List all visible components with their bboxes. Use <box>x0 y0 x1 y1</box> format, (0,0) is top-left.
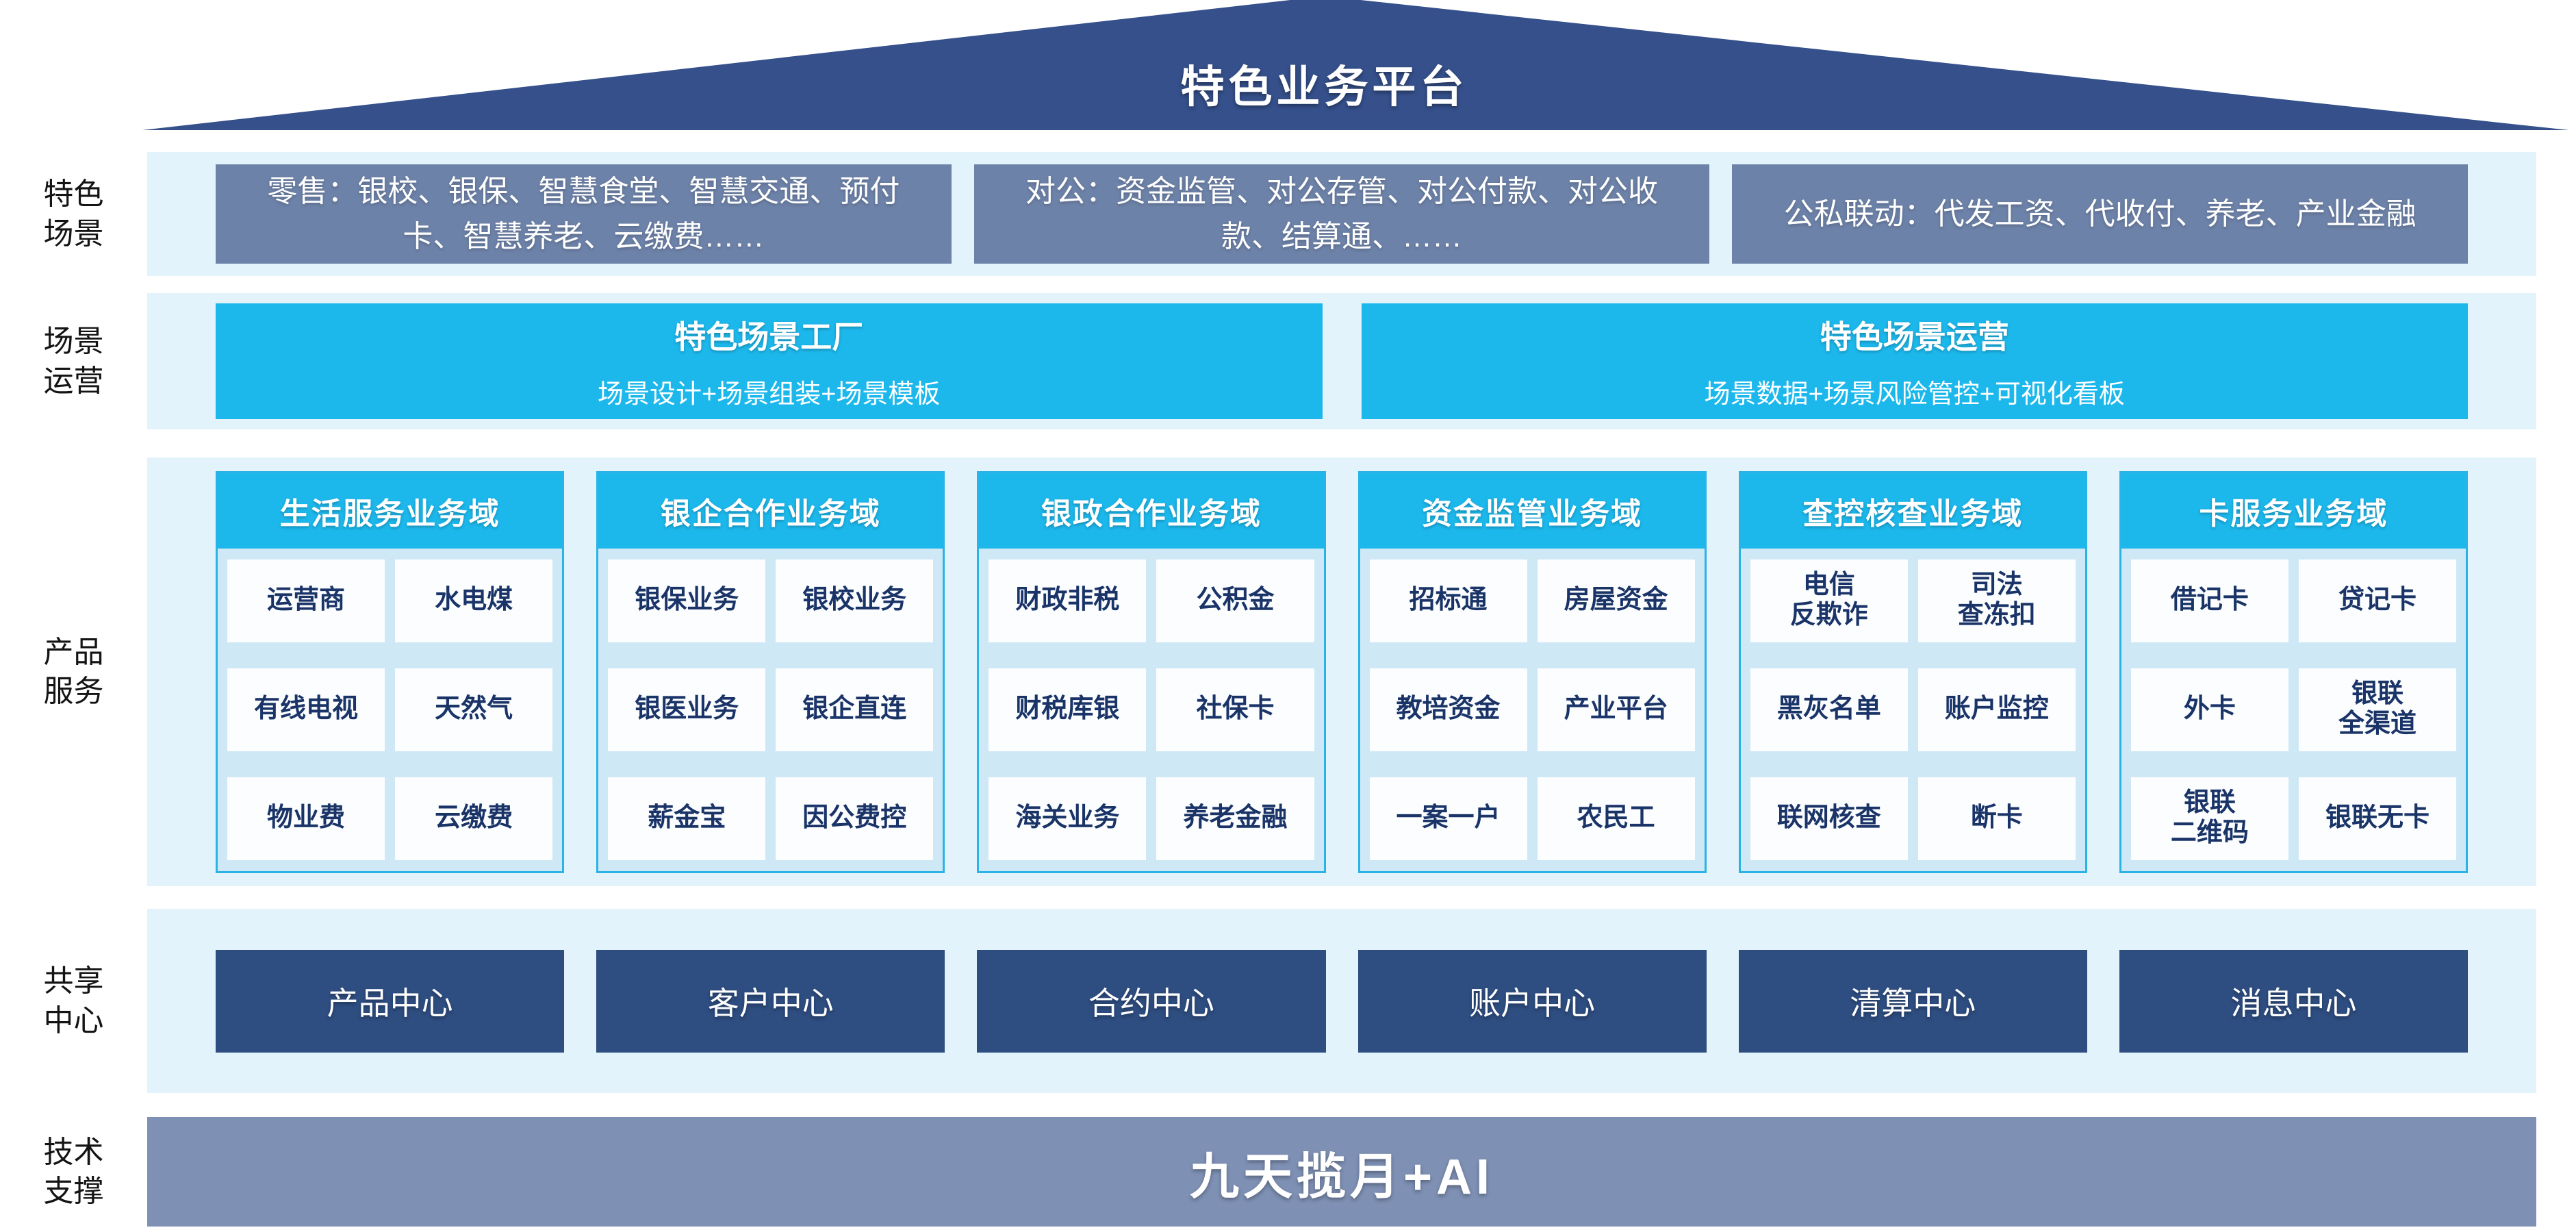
product-cell: 财政非税 <box>989 559 1147 642</box>
product-cell: 天然气 <box>395 668 553 751</box>
product-cell: 账户监控 <box>1917 668 2076 751</box>
row-scenarios: 特色 场景 零售：银校、银保、智慧食堂、智慧交通、预付 卡、智慧养老、云缴费……… <box>0 152 2576 276</box>
gutter-scenarios: 特色 场景 <box>0 152 147 276</box>
side-label-products: 产品 服务 <box>43 635 104 708</box>
scenario-box-corporate: 对公：资金监管、对公存管、对公付款、对公收 款、结算通、…… <box>973 164 1710 264</box>
product-cell: 银联 全渠道 <box>2298 668 2457 751</box>
product-cell: 银保业务 <box>608 559 766 642</box>
product-cell: 银联 二维码 <box>2130 777 2288 860</box>
center-box-product: 产品中心 <box>216 949 565 1053</box>
product-cell: 借记卡 <box>2130 559 2288 642</box>
product-cell: 海关业务 <box>989 777 1147 860</box>
roof-title: 特色业务平台 <box>1180 62 1468 112</box>
product-cell: 联网核查 <box>1750 777 1908 860</box>
product-cell: 薪金宝 <box>608 777 766 860</box>
band-products: 生活服务业务域 运营商 水电煤 有线电视 天然气 物业费 云缴费 银企合作业务域… <box>147 457 2536 886</box>
product-cell: 养老金融 <box>1156 777 1314 860</box>
product-cell: 有线电视 <box>227 668 385 751</box>
product-column-body: 运营商 水电煤 有线电视 天然气 物业费 云缴费 <box>218 549 562 871</box>
tech-support-bar: 九天揽月+AI <box>147 1117 2536 1227</box>
op-box-factory-subtitle: 场景设计+场景组装+场景模板 <box>598 380 941 409</box>
product-cell: 水电煤 <box>395 559 553 642</box>
product-cell: 一案一户 <box>1369 777 1527 860</box>
product-cell: 农民工 <box>1537 777 1695 860</box>
product-cell: 贷记卡 <box>2298 559 2457 642</box>
op-box-factory: 特色场景工厂 场景设计+场景组装+场景模板 <box>216 303 1323 419</box>
center-box-contract: 合约中心 <box>977 949 1326 1053</box>
product-cell: 物业费 <box>227 777 385 860</box>
product-cell: 财税库银 <box>989 668 1147 751</box>
product-cell: 银联无卡 <box>2298 777 2457 860</box>
scenario-box-retail: 零售：银校、银保、智慧食堂、智慧交通、预付 卡、智慧养老、云缴费…… <box>216 164 952 264</box>
center-box-account: 账户中心 <box>1357 949 1707 1053</box>
product-column-header: 资金监管业务域 <box>1360 473 1705 549</box>
band-scenarios: 零售：银校、银保、智慧食堂、智慧交通、预付 卡、智慧养老、云缴费…… 对公：资金… <box>147 152 2536 276</box>
center-box-clearing: 清算中心 <box>1738 949 2087 1053</box>
op-box-operation-subtitle: 场景数据+场景风险管控+可视化看板 <box>1704 380 2125 409</box>
product-cell: 运营商 <box>227 559 385 642</box>
platform-roof: 特色业务平台 <box>142 0 2569 130</box>
row-products: 产品 服务 生活服务业务域 运营商 水电煤 有线电视 天然气 物业费 云缴费 银… <box>0 457 2576 886</box>
band-operations: 特色场景工厂 场景设计+场景组装+场景模板 特色场景运营 场景数据+场景风险管控… <box>147 293 2536 429</box>
center-box-customer: 客户中心 <box>596 949 945 1053</box>
product-cell: 电信 反欺诈 <box>1750 559 1908 642</box>
side-label-operations: 场景 运营 <box>43 325 104 398</box>
gutter-centers: 共享 中心 <box>0 909 147 1093</box>
side-label-shared-centers: 共享 中心 <box>43 964 104 1038</box>
product-column-header: 查控核查业务域 <box>1740 473 2085 549</box>
product-column-inspection-verification: 查控核查业务域 电信 反欺诈 司法 查冻扣 黑灰名单 账户监控 联网核查 断卡 <box>1738 470 2087 873</box>
product-cell: 断卡 <box>1917 777 2076 860</box>
row-operations: 场景 运营 特色场景工厂 场景设计+场景组装+场景模板 特色场景运营 场景数据+… <box>0 293 2576 429</box>
product-column-body: 财政非税 公积金 财税库银 社保卡 海关业务 养老金融 <box>979 549 1323 871</box>
scenario-box-linkage: 公私联动：代发工资、代收付、养老、产业金融 <box>1732 164 2469 264</box>
product-column-header: 生活服务业务域 <box>218 473 563 549</box>
product-cell: 公积金 <box>1156 559 1314 642</box>
product-cell: 教培资金 <box>1369 668 1527 751</box>
center-box-message: 消息中心 <box>2119 949 2469 1053</box>
product-column-body: 电信 反欺诈 司法 查冻扣 黑灰名单 账户监控 联网核查 断卡 <box>1741 549 2085 871</box>
product-column-fund-supervision: 资金监管业务域 招标通 房屋资金 教培资金 产业平台 一案一户 农民工 <box>1357 470 1707 873</box>
product-cell: 银校业务 <box>776 559 934 642</box>
product-cell: 招标通 <box>1369 559 1527 642</box>
product-cell: 外卡 <box>2130 668 2288 751</box>
gutter-tech: 技术 支撑 <box>0 1117 147 1227</box>
product-column-bank-enterprise: 银企合作业务域 银保业务 银校业务 银医业务 银企直连 薪金宝 因公费控 <box>596 470 945 873</box>
product-cell: 司法 查冻扣 <box>1917 559 2076 642</box>
product-column-header: 银政合作业务域 <box>979 473 1324 549</box>
product-column-bank-government: 银政合作业务域 财政非税 公积金 财税库银 社保卡 海关业务 养老金融 <box>977 470 1326 873</box>
op-box-operation-title: 特色场景运营 <box>1820 319 2009 355</box>
gutter-operations: 场景 运营 <box>0 293 147 429</box>
product-column-header: 银企合作业务域 <box>598 473 943 549</box>
product-cell: 银企直连 <box>776 668 934 751</box>
product-column-header: 卡服务业务域 <box>2121 473 2466 549</box>
row-tech: 技术 支撑 九天揽月+AI <box>0 1117 2576 1227</box>
product-cell: 房屋资金 <box>1537 559 1695 642</box>
product-column-life-services: 生活服务业务域 运营商 水电煤 有线电视 天然气 物业费 云缴费 <box>216 470 565 873</box>
op-box-operation: 特色场景运营 场景数据+场景风险管控+可视化看板 <box>1361 303 2468 419</box>
gutter-products: 产品 服务 <box>0 457 147 886</box>
product-cell: 因公费控 <box>776 777 934 860</box>
product-cell: 黑灰名单 <box>1750 668 1908 751</box>
product-column-body: 借记卡 贷记卡 外卡 银联 全渠道 银联 二维码 银联无卡 <box>2121 549 2466 871</box>
side-label-tech-support: 技术 支撑 <box>43 1135 104 1208</box>
product-column-body: 银保业务 银校业务 银医业务 银企直连 薪金宝 因公费控 <box>598 549 943 871</box>
product-cell: 社保卡 <box>1156 668 1314 751</box>
row-centers: 共享 中心 产品中心 客户中心 合约中心 账户中心 清算中心 消息中心 <box>0 909 2576 1093</box>
side-label-scenarios: 特色 场景 <box>43 177 104 251</box>
product-cell: 银医业务 <box>608 668 766 751</box>
product-cell: 云缴费 <box>395 777 553 860</box>
product-cell: 产业平台 <box>1537 668 1695 751</box>
band-centers: 产品中心 客户中心 合约中心 账户中心 清算中心 消息中心 <box>147 909 2536 1093</box>
op-box-factory-title: 特色场景工厂 <box>674 319 864 355</box>
product-column-body: 招标通 房屋资金 教培资金 产业平台 一案一户 农民工 <box>1360 549 1705 871</box>
product-column-card-services: 卡服务业务域 借记卡 贷记卡 外卡 银联 全渠道 银联 二维码 银联无卡 <box>2119 470 2469 873</box>
